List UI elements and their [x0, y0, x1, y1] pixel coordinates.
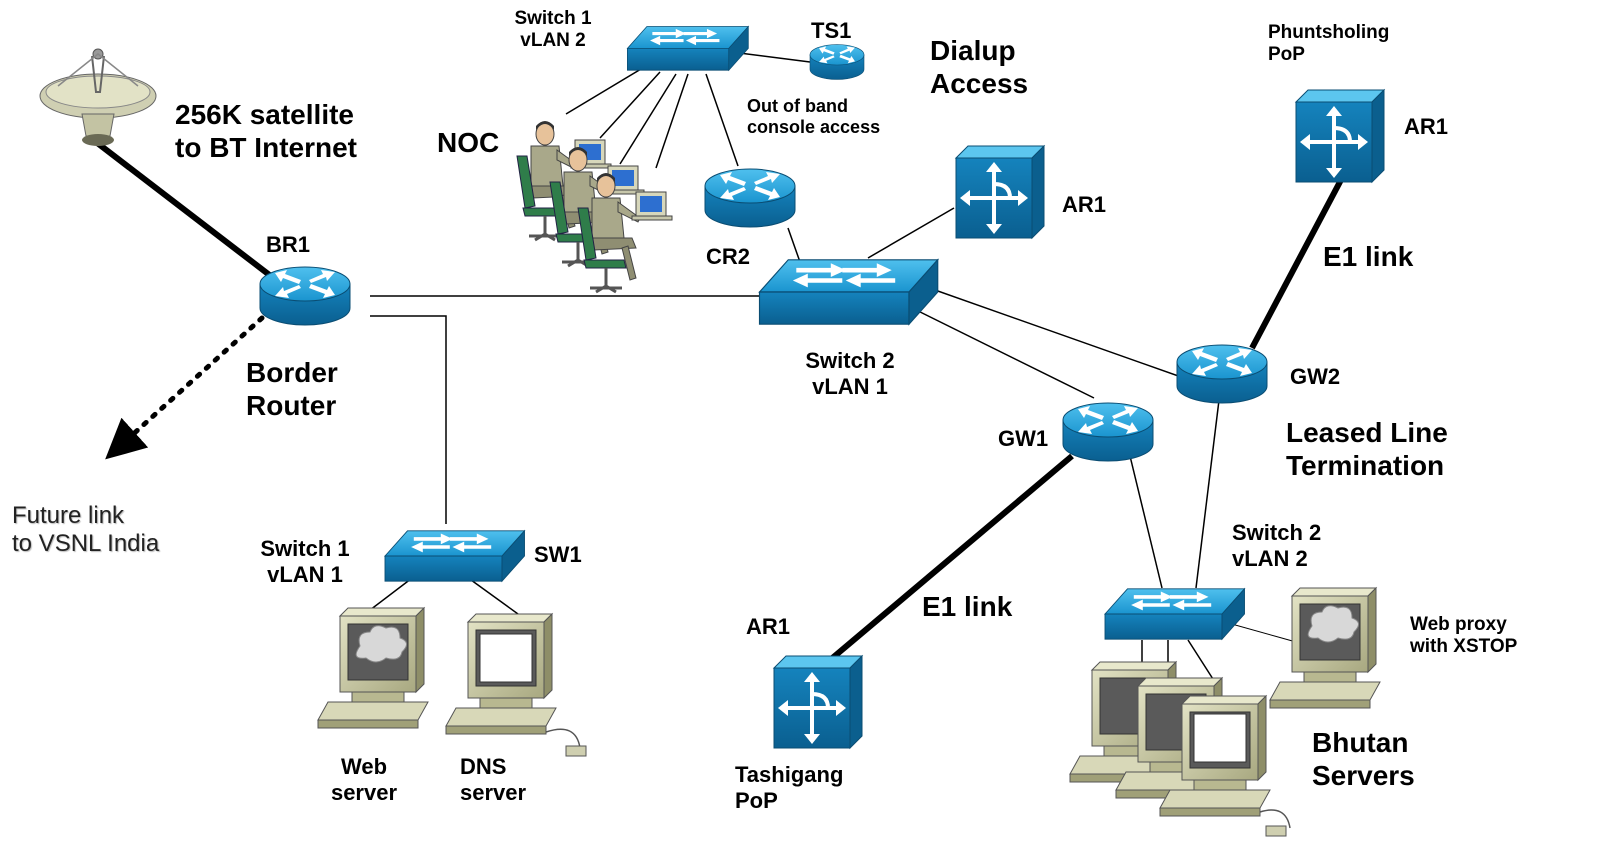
access-router-icon-ar1-center[interactable] [954, 144, 1046, 240]
switch-icon-switch2-vlan1[interactable] [758, 259, 939, 325]
cr2-label: CR2 [706, 244, 751, 269]
link-switch1-noc-a [565, 65, 647, 115]
computer-icon-web-server [317, 607, 429, 729]
link-switch1-noc-b [599, 71, 661, 139]
ar1-bottom-label: AR1 [746, 614, 791, 639]
access-router-icon-ar1-bottom[interactable] [772, 654, 864, 750]
gw2-label: GW2 [1290, 364, 1341, 389]
ar1-right-label: AR1 [1404, 114, 1449, 139]
gw1-label: GW1 [998, 426, 1049, 451]
switch-icon-sw1[interactable] [384, 530, 525, 582]
link-gw1-switch2vlan2 [1129, 455, 1163, 589]
link-switch2-ar1 [867, 207, 955, 259]
link-switch1-noc-c [619, 73, 677, 165]
out-of-band-label: Out of band console access [747, 96, 881, 138]
dialup-access-label: Dialup Access [930, 35, 1029, 100]
link-satellite-br1 [94, 139, 278, 283]
router-icon-gw2[interactable] [1176, 344, 1268, 404]
computer-icon-dns-server [445, 613, 587, 757]
ar1-center-label: AR1 [1062, 192, 1107, 217]
phuntsholing-pop-label: Phuntsholing PoP [1268, 22, 1390, 66]
computer-icon-bhutan-servers [1069, 661, 1291, 837]
links [94, 47, 1345, 691]
leased-line-termination-label: Leased Line Termination [1286, 417, 1448, 482]
satellite-label: 256K satellite to BT Internet [175, 99, 357, 164]
e1-link-right-label: E1 link [1323, 241, 1414, 272]
br1-label: BR1 [266, 232, 311, 257]
noc-label: NOC [437, 127, 500, 158]
web-proxy-label: Web proxy with XSTOP [1410, 614, 1518, 658]
sw1-label: SW1 [534, 542, 582, 567]
operator-icon-noc [515, 119, 674, 294]
switch2-vlan1-label: Switch 2 vLAN 1 [805, 348, 895, 399]
link-gw2-switch2vlan2 [1195, 391, 1221, 589]
web-server-label: Web server [330, 754, 398, 805]
link-br1-sw1 [370, 315, 447, 524]
tashigang-pop-label: Tashigang PoP [735, 762, 844, 813]
satellite-dish-icon [39, 48, 157, 146]
link-switch1-cr2 [705, 73, 739, 167]
bhutan-servers-label: Bhutan Servers [1312, 727, 1415, 792]
link-switch1-noc-d [655, 73, 689, 169]
link-future-vsnl [105, 315, 265, 460]
router-icon-br1[interactable] [259, 266, 351, 326]
dns-server-label: DNS server [460, 754, 527, 805]
e1-link-bottom-label: E1 link [922, 591, 1013, 622]
link-gw2-ar1 [1249, 176, 1345, 350]
access-router-icon-ar1-right[interactable] [1294, 88, 1386, 184]
router-icon-ts1[interactable] [809, 44, 865, 80]
border-router-label: Border Router [246, 357, 338, 422]
router-icon-gw1[interactable] [1062, 402, 1154, 462]
switch2-vlan2-label: Switch 2 vLAN 2 [1232, 520, 1322, 571]
ts1-label: TS1 [811, 18, 852, 43]
link-switch2-gw2 [917, 283, 1185, 379]
link-cr2-switch2 [787, 227, 801, 263]
computer-icon-web-proxy [1269, 587, 1381, 709]
link-gw1-ar1-tashigang [828, 453, 1074, 663]
switch1-vlan2-label: Switch 1 vLAN 2 [514, 8, 592, 52]
switch-icon-switch1-vlan2[interactable] [627, 26, 749, 71]
future-link-label: Future link to VSNL India [12, 502, 160, 558]
link-switch2-gw1 [903, 303, 1095, 399]
switch-icon-switch2-vlan2[interactable] [1104, 588, 1245, 640]
router-icon-cr2[interactable] [704, 168, 796, 228]
switch1-vlan1-label: Switch 1 vLAN 1 [260, 536, 350, 587]
